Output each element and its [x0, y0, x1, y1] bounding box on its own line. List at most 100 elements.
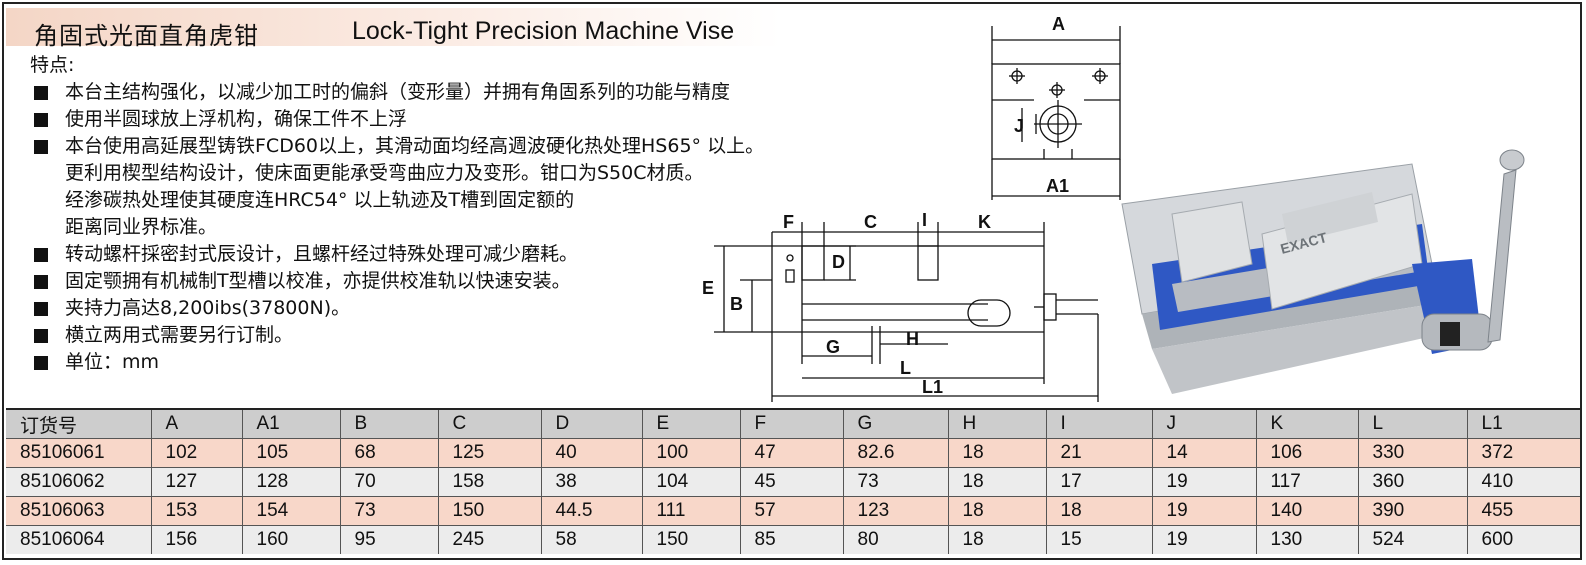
- table-cell: 105: [241, 438, 340, 468]
- header-cell: C: [437, 408, 541, 439]
- title-chinese: 角固式光面直角虎钳: [34, 22, 259, 50]
- features-heading: 特点:: [30, 54, 75, 76]
- header-cell: A1: [241, 408, 340, 439]
- dim-label-G: G: [826, 337, 840, 357]
- table-cell: 38: [540, 467, 642, 497]
- table-cell: 156: [150, 525, 242, 554]
- table-row: 85106063 153 154 73 150 44.5 111 57 123 …: [6, 496, 1580, 526]
- table-cell: 360: [1357, 467, 1467, 497]
- feature-item-continuation: 更利用楔型结构设计，使床面更能承受弯曲应力及变形。钳口为S50C材质。: [65, 162, 704, 184]
- feature-item: 使用半圆球放上浮机构，确保工件不上浮: [30, 106, 764, 133]
- table-header-row: 订货号 A A1 B C D E F G H I J K L L1: [6, 408, 1580, 439]
- table-cell: 58: [540, 525, 642, 554]
- table-cell: 17: [1045, 467, 1152, 497]
- table-cell: 18: [947, 467, 1046, 497]
- header-cell: I: [1045, 408, 1152, 439]
- table-row: 85106061 102 105 68 125 40 100 47 82.6 1…: [6, 438, 1580, 468]
- table-cell: 524: [1357, 525, 1467, 554]
- table-cell: 154: [241, 496, 340, 526]
- table-cell: 18: [947, 525, 1046, 554]
- table-cell: 68: [339, 438, 438, 468]
- table-cell: 117: [1255, 467, 1358, 497]
- table-cell: 372: [1466, 438, 1580, 468]
- feature-item: 单位：mm: [30, 349, 764, 376]
- table-cell: 80: [842, 525, 948, 554]
- feature-item-continuation: 经渗碳热处理使其硬度连HRC54° 以上轨迹及T槽到固定额的: [65, 189, 575, 211]
- table-cell: 14: [1151, 438, 1256, 468]
- table-cell: 111: [641, 496, 740, 526]
- table-cell: 21: [1045, 438, 1152, 468]
- header-cell: E: [641, 408, 740, 439]
- table-cell: 40: [540, 438, 642, 468]
- dim-label-H: H: [906, 329, 919, 349]
- dim-label-A: A: [1052, 14, 1065, 34]
- feature-item-continuation: 距离同业界标准。: [65, 216, 218, 238]
- dim-label-I: I: [922, 210, 927, 230]
- feature-item: 本台使用高延展型铸铁FCD60以上，其滑动面均经高週波硬化热处理HS65° 以上…: [30, 133, 764, 160]
- table-cell: 123: [842, 496, 948, 526]
- table-cell: 158: [437, 467, 541, 497]
- table-cell: 85: [739, 525, 843, 554]
- header-cell: A: [150, 408, 242, 439]
- header-cell: H: [947, 408, 1046, 439]
- header-cell: 订货号: [6, 408, 151, 439]
- table-cell: 19: [1151, 496, 1256, 526]
- header-cell: J: [1151, 408, 1256, 439]
- feature-item: 固定颚拥有机械制T型槽以校准，亦提供校准轨以快速安装。: [30, 268, 764, 295]
- table-cell: 15: [1045, 525, 1152, 554]
- table-cell: 85106064: [6, 525, 151, 554]
- table-cell: 57: [739, 496, 843, 526]
- spec-table: 订货号 A A1 B C D E F G H I J K L L1 851060…: [6, 408, 1580, 554]
- table-cell: 85106061: [6, 438, 151, 468]
- vise-product-image: EXACT: [1121, 149, 1525, 394]
- table-cell: 455: [1466, 496, 1580, 526]
- dim-label-J: J: [1014, 116, 1024, 136]
- header-cell: B: [339, 408, 438, 439]
- bullet-square-icon: [34, 356, 48, 370]
- table-cell: 44.5: [540, 496, 642, 526]
- dim-label-E: E: [702, 278, 714, 298]
- table-cell: 45: [739, 467, 843, 497]
- header-cell: L1: [1466, 408, 1580, 439]
- features-list: 特点: 本台主结构强化，以减少加工时的偏斜（变形量）并拥有角固系列的功能与精度 …: [30, 52, 764, 376]
- header-cell: K: [1255, 408, 1358, 439]
- table-cell: 18: [947, 438, 1046, 468]
- dim-label-D: D: [832, 252, 845, 272]
- dim-label-C: C: [864, 212, 877, 232]
- table-row: 85106064 156 160 95 245 58 150 85 80 18 …: [6, 525, 1580, 554]
- table-cell: 245: [437, 525, 541, 554]
- table-cell: 85106063: [6, 496, 151, 526]
- table-cell: 600: [1466, 525, 1580, 554]
- header-cell: F: [739, 408, 843, 439]
- dim-label-B: B: [730, 294, 743, 314]
- table-cell: 85106062: [6, 467, 151, 497]
- table-cell: 125: [437, 438, 541, 468]
- dim-label-A1: A1: [1046, 176, 1069, 196]
- table-cell: 73: [842, 467, 948, 497]
- table-row: 85106062 127 128 70 158 38 104 45 73 18 …: [6, 467, 1580, 497]
- bullet-square-icon: [34, 302, 48, 316]
- vise-dimension-drawing: A A1 J F C I K D E B G H L L1: [702, 14, 1121, 402]
- table-cell: 106: [1255, 438, 1358, 468]
- bullet-square-icon: [34, 329, 48, 343]
- table-cell: 410: [1466, 467, 1580, 497]
- header-cell: D: [540, 408, 642, 439]
- dim-label-L: L: [900, 358, 911, 378]
- table-cell: 102: [150, 438, 242, 468]
- table-cell: 82.6: [842, 438, 948, 468]
- title-english: Lock-Tight Precision Machine Vise: [352, 17, 735, 45]
- feature-item: 夹持力高达8,200ibs(37800N)。: [30, 295, 764, 322]
- title-band: 角固式光面直角虎钳 Lock-Tight Precision Machine V…: [6, 8, 781, 50]
- table-cell: 330: [1357, 438, 1467, 468]
- table-cell: 160: [241, 525, 340, 554]
- table-cell: 100: [641, 438, 740, 468]
- table-cell: 95: [339, 525, 438, 554]
- table-cell: 153: [150, 496, 242, 526]
- table-cell: 47: [739, 438, 843, 468]
- table-cell: 128: [241, 467, 340, 497]
- bullet-square-icon: [34, 113, 48, 127]
- table-cell: 127: [150, 467, 242, 497]
- table-cell: 104: [641, 467, 740, 497]
- table-cell: 150: [641, 525, 740, 554]
